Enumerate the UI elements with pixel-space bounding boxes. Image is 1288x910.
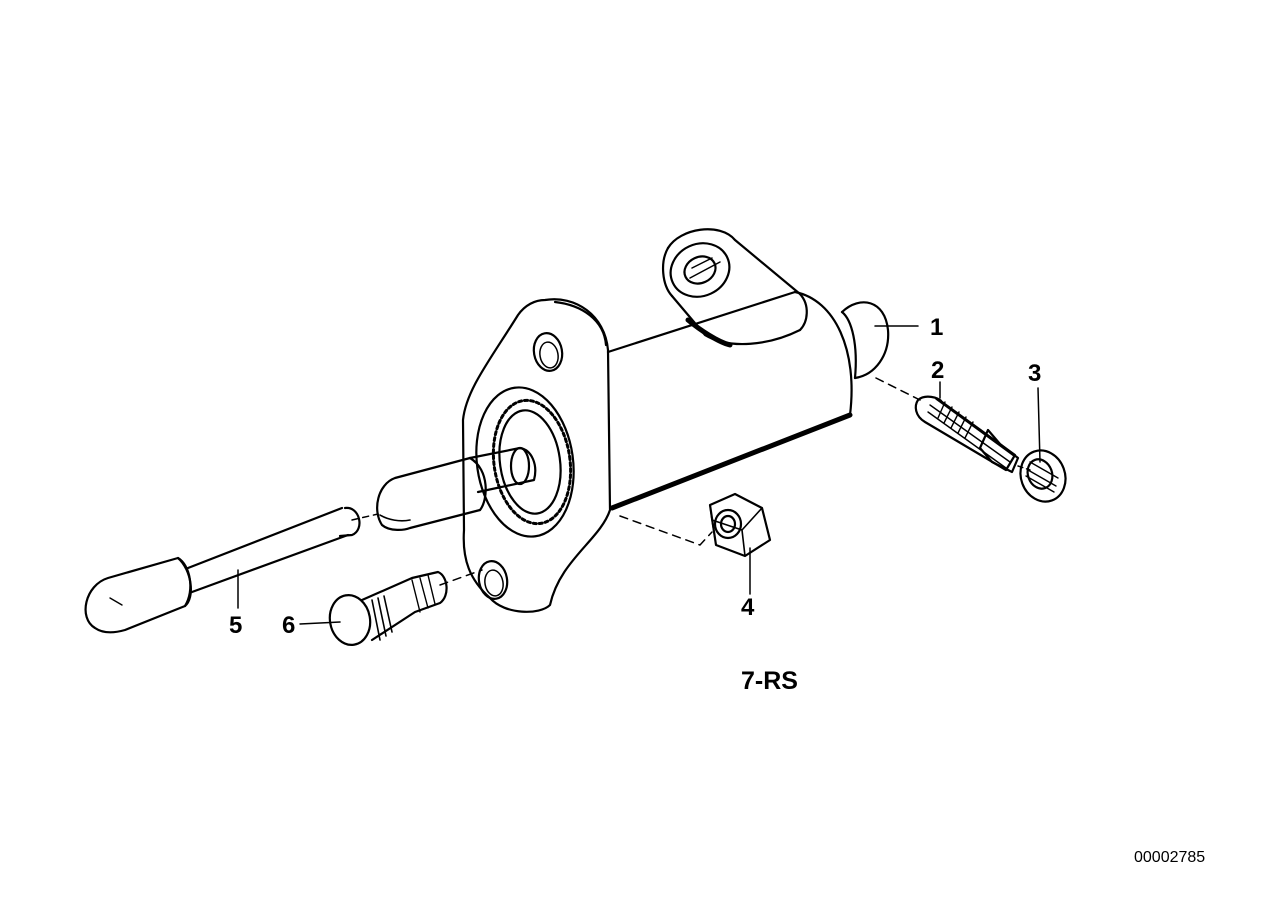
hex-nut [708, 492, 772, 558]
callout-6: 6 [282, 612, 296, 639]
callout-1: 1 [930, 314, 944, 341]
stud-bolt [328, 570, 448, 646]
assembly-line-nut [619, 515, 713, 546]
assembly-line-bolt [439, 569, 483, 586]
assembly-line-bleeder [875, 377, 921, 401]
bleeder-valve [914, 395, 1020, 474]
callout-5: 5 [229, 612, 243, 639]
callout-2: 2 [931, 357, 945, 384]
callout-4: 4 [741, 594, 755, 621]
assembly-line-rod [351, 513, 379, 521]
leader-lines [237, 325, 1041, 625]
dust-cap [1019, 449, 1067, 503]
callout-3: 3 [1028, 360, 1042, 387]
slave-cylinder-body [461, 228, 890, 613]
assembly-line-cap [1017, 465, 1031, 471]
leader-3 [1037, 387, 1041, 463]
group-label: 7-RS [741, 667, 798, 695]
leader-6 [299, 621, 341, 625]
reference-number: 00002785 [1134, 849, 1206, 866]
push-rod [84, 456, 487, 634]
